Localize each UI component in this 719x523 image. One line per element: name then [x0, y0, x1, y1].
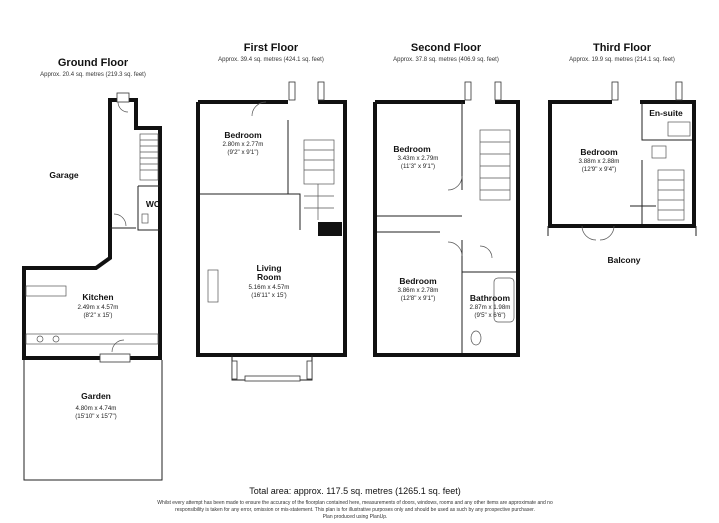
first-floor-area: Approx. 39.4 sq. metres (424.1 sq. feet) [218, 57, 324, 63]
ground-floor-title: Ground Floor [58, 57, 129, 69]
second-bedroom-2-imperial: (12'8" x 9'1") [401, 295, 436, 302]
ground-floor: Ground Floor Approx. 20.4 sq. metres (21… [22, 57, 163, 481]
ensuite-walls [641, 104, 692, 141]
patio-door-swing [111, 339, 125, 353]
second-top-window-left [464, 81, 472, 101]
living-room-imperial: (16'11" x 15') [251, 292, 286, 299]
kitchen-units [25, 285, 159, 345]
bathroom-imperial: (9'5" x 6'6") [474, 312, 505, 319]
third-bedroom-metric: 3.88m x 2.88m [579, 158, 620, 165]
first-floor: First Floor Approx. 39.4 sq. metres (424… [196, 42, 347, 382]
balcony-label: Balcony [607, 255, 640, 265]
third-floor-title: Third Floor [593, 42, 652, 54]
garden-imperial: (15'10" x 15'7") [75, 413, 117, 420]
kitchen-patio-door [99, 353, 131, 363]
first-top-window-right [317, 81, 325, 101]
garden-metric: 4.80m x 4.74m [76, 405, 117, 412]
bathroom-metric: 2.87m x 1.98m [470, 304, 511, 311]
second-top-window-right [494, 81, 502, 101]
second-floor-title: Second Floor [411, 42, 482, 54]
balcony-doors [581, 225, 615, 241]
bay-window-left [231, 360, 238, 380]
third-bedroom-imperial: (12'9" x 9'4") [582, 166, 617, 173]
wc-label: WC [146, 199, 160, 209]
second-floor-area: Approx. 37.8 sq. metres (406.9 sq. feet) [393, 57, 499, 63]
first-stairs [303, 139, 335, 220]
third-top-window-right [675, 81, 683, 101]
second-bedroom-2-metric: 3.86m x 2.78m [398, 287, 439, 294]
second-bedroom-1-door [447, 175, 463, 191]
second-bedroom-1-imperial: (11'3" x 9'1") [401, 163, 435, 170]
internal-door-swing [113, 213, 127, 227]
second-bedroom-2-walls [377, 231, 463, 353]
disclaimer-line-2: responsibility is taken for any error, o… [175, 507, 535, 513]
ground-floor-walls [22, 98, 162, 360]
front-door-swing [117, 101, 129, 113]
bay-window-right [306, 360, 313, 380]
living-room-label-2: Room [257, 272, 282, 282]
kitchen-label: Kitchen [82, 292, 113, 302]
third-landing-wall [630, 160, 656, 224]
first-bedroom-imperial: (9'2" x 9'1") [227, 149, 258, 156]
first-landing-wall [288, 193, 301, 230]
kitchen-metric: 2.49m x 4.57m [78, 304, 119, 311]
total-area: Total area: approx. 117.5 sq. metres (12… [249, 486, 460, 496]
third-bedroom-label: Bedroom [580, 147, 618, 157]
living-room-label-1: Living [256, 263, 281, 273]
third-top-window-left [611, 81, 619, 101]
ground-floor-area: Approx. 20.4 sq. metres (219.3 sq. feet) [40, 72, 146, 78]
third-floor: Third Floor Approx. 19.9 sq. metres (214… [547, 42, 697, 265]
bathroom-label: Bathroom [470, 293, 511, 303]
second-bedroom-2-door [447, 241, 463, 257]
second-bedroom-2-label: Bedroom [399, 276, 437, 286]
kitchen-imperial: (8'2" x 15') [84, 312, 113, 319]
living-room-metric: 5.16m x 4.57m [249, 284, 290, 291]
bathroom-toilet [470, 330, 482, 346]
front-door [116, 92, 130, 103]
first-bedroom-door-swing [251, 101, 267, 117]
plan-credit: Plan produced using PlanUp. [323, 514, 388, 520]
balcony-edge [547, 226, 697, 236]
ensuite-shower [667, 121, 691, 137]
second-bedroom-1-metric: 3.43m x 2.79m [398, 155, 439, 162]
first-fireplace [207, 269, 219, 303]
bay-window-front [244, 375, 301, 382]
third-floor-walls [548, 100, 696, 228]
second-bedroom-1-walls [377, 102, 463, 217]
first-bedroom-metric: 2.80m x 2.77m [223, 141, 264, 148]
footer: Total area: approx. 117.5 sq. metres (12… [157, 486, 553, 520]
wc-toilet [141, 213, 149, 224]
wc-walls [137, 185, 160, 231]
second-stairs [479, 129, 511, 201]
bathroom-door [479, 245, 493, 259]
garage-label: Garage [49, 170, 79, 180]
second-floor-walls [373, 100, 520, 357]
ensuite-basin [651, 145, 667, 159]
first-top-window-left [288, 81, 296, 101]
garden-outline [23, 360, 163, 481]
first-chimney [318, 222, 342, 236]
bath-tub [493, 277, 515, 323]
disclaimer-line-1: Whilst every attempt has been made to en… [157, 500, 553, 506]
second-floor: Second Floor Approx. 37.8 sq. metres (40… [373, 42, 520, 357]
third-stairs [657, 169, 685, 221]
first-floor-walls [196, 100, 347, 357]
first-bedroom-label: Bedroom [224, 130, 262, 140]
third-floor-area: Approx. 19.9 sq. metres (214.1 sq. feet) [569, 57, 675, 63]
ensuite-label: En-suite [649, 108, 683, 118]
second-bedroom-1-label: Bedroom [393, 144, 431, 154]
first-floor-title: First Floor [244, 42, 299, 54]
garden-label: Garden [81, 391, 111, 401]
ground-stairs [139, 133, 159, 181]
